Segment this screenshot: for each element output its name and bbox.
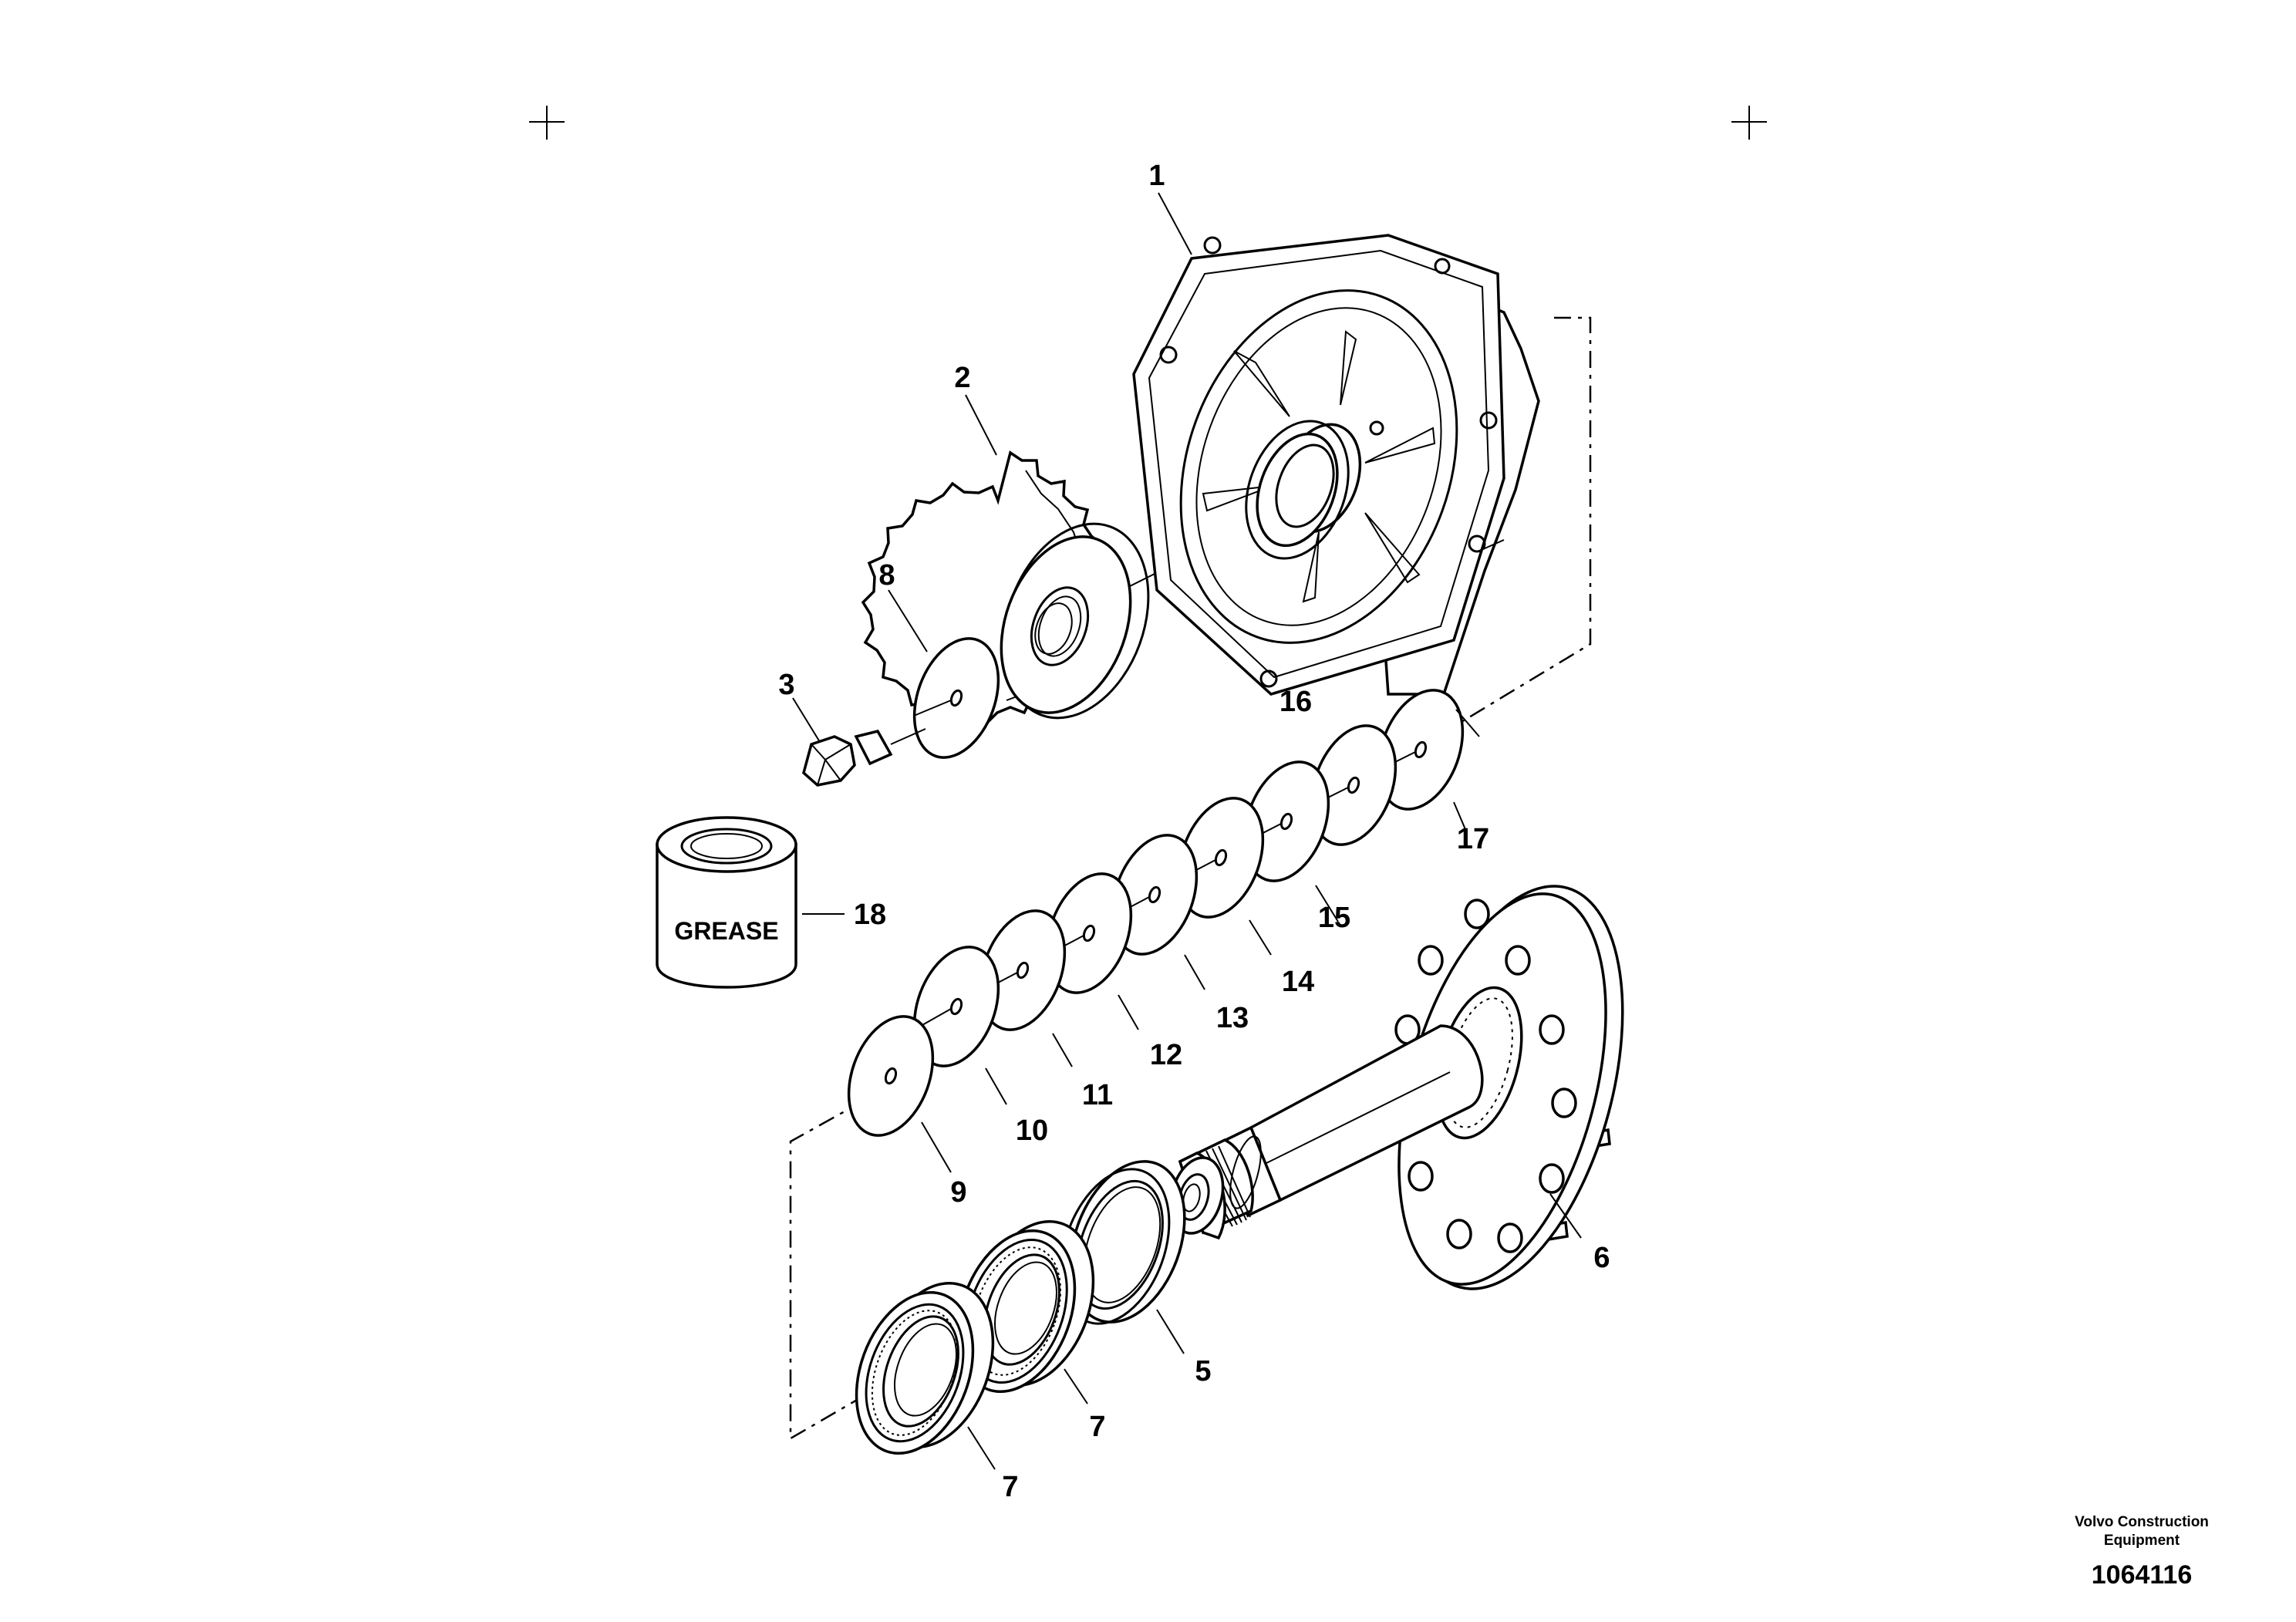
registration-mark-left <box>529 106 565 140</box>
callout-18: 18 <box>854 899 886 931</box>
callout-numbers: 1 2 3 8 18 16 17 15 14 13 12 11 10 9 6 5… <box>778 160 1610 1503</box>
callout-10: 10 <box>1016 1114 1048 1147</box>
callout-16: 16 <box>1279 686 1312 718</box>
part-5-seal-ring <box>1060 1160 1186 1325</box>
part-9-washer <box>847 1015 935 1137</box>
publisher-name-line1: Volvo Construction <box>2075 1514 2209 1530</box>
washer-stack <box>847 689 1465 1137</box>
part-2-sprocket <box>861 450 1150 726</box>
part-15-washer <box>1242 760 1330 882</box>
part-7-bearing-lower <box>855 1281 995 1455</box>
callout-3: 3 <box>778 669 794 701</box>
callout-13: 13 <box>1216 1002 1249 1034</box>
callout-11: 11 <box>1082 1079 1113 1111</box>
figure-number: 1064116 <box>2091 1560 2193 1590</box>
callout-12: 12 <box>1150 1039 1182 1071</box>
part-6-axle-shaft <box>1169 885 1624 1290</box>
callout-6: 6 <box>1593 1242 1610 1274</box>
callout-leader-lines <box>792 192 1582 1470</box>
callout-5: 5 <box>1195 1355 1211 1388</box>
callout-9: 9 <box>950 1176 966 1209</box>
callout-7-lower: 7 <box>1002 1471 1018 1503</box>
part-10-washer <box>912 946 1000 1067</box>
callout-17: 17 <box>1457 823 1489 855</box>
part-18-grease-tin: GREASE <box>656 816 797 989</box>
callout-1: 1 <box>1148 160 1165 192</box>
callout-7-upper: 7 <box>1089 1411 1105 1443</box>
callout-8: 8 <box>878 559 895 592</box>
part-8-washer <box>912 637 1000 759</box>
callout-2: 2 <box>954 362 970 394</box>
callout-15: 15 <box>1318 902 1350 934</box>
callout-14: 14 <box>1282 966 1314 998</box>
part-3-bolt <box>802 728 926 787</box>
grease-label: GREASE <box>674 917 778 945</box>
publisher-name-line2: Equipment <box>2103 1533 2180 1549</box>
part-1-housing <box>1132 234 1540 696</box>
publisher-block: Volvo Construction Equipment 1064116 <box>2041 1513 2242 1592</box>
registration-mark-right <box>1731 106 1767 140</box>
